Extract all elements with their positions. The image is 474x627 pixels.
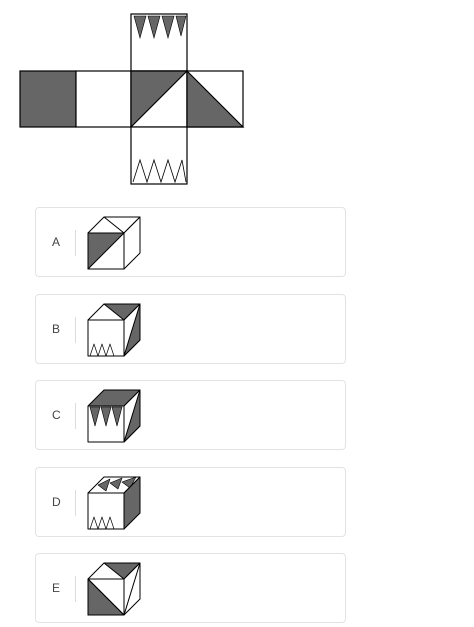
answer-option-d[interactable]: D (35, 467, 346, 537)
option-label: A (52, 235, 61, 249)
net-face-left-dark (19, 70, 77, 128)
option-label: C (52, 408, 61, 422)
net-top-triangles (133, 15, 187, 40)
option-label: E (52, 581, 61, 595)
cube-option-a-icon (87, 216, 141, 270)
cube-option-e-icon (87, 562, 141, 616)
option-label: D (52, 495, 61, 509)
option-divider (75, 403, 76, 429)
net-center-shade (130, 70, 189, 129)
option-label: B (52, 322, 61, 336)
net-bottom-triangles (132, 158, 187, 184)
net-right-shade (186, 69, 245, 128)
cube-net-figure (19, 13, 245, 185)
answer-option-e[interactable]: E (35, 553, 346, 623)
option-divider (75, 490, 76, 516)
cube-option-b-icon (87, 303, 141, 357)
answer-option-b[interactable]: B (35, 294, 346, 364)
answer-option-c[interactable]: C (35, 380, 346, 450)
option-divider (75, 317, 76, 343)
option-divider (75, 230, 76, 256)
option-divider (75, 576, 76, 602)
cube-option-c-icon (87, 389, 141, 443)
answer-option-a[interactable]: A (35, 207, 346, 277)
cube-option-d-icon (87, 476, 141, 530)
net-face-plain (75, 70, 132, 128)
